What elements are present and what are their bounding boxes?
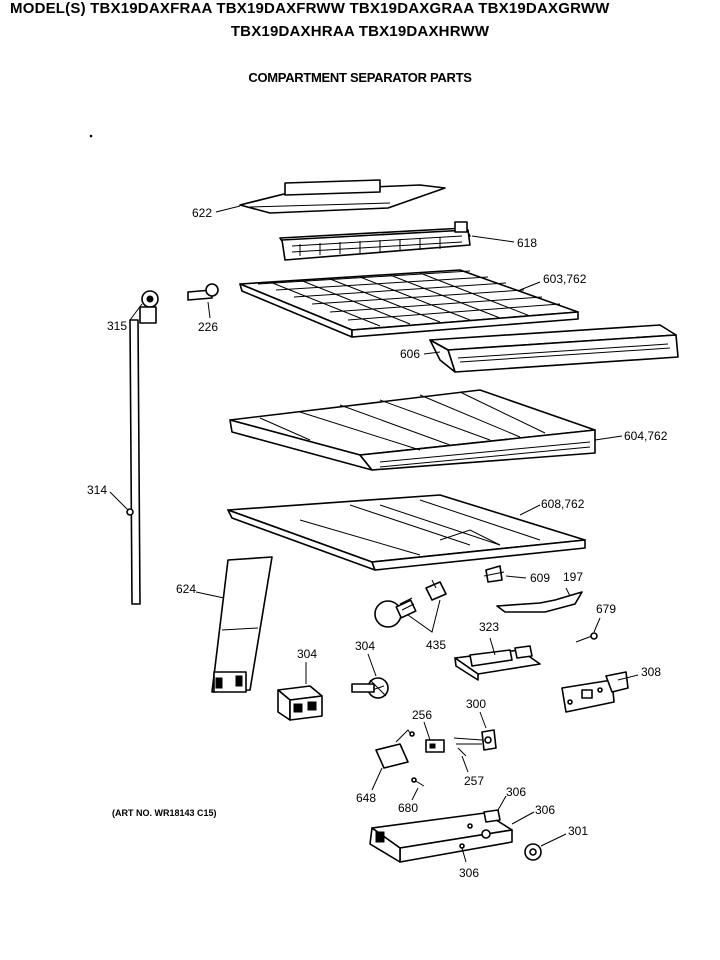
callout-300: 300 bbox=[466, 697, 486, 711]
part-624-duct bbox=[211, 556, 273, 693]
part-256-switch bbox=[425, 739, 445, 753]
callout-308: 308 bbox=[641, 665, 661, 679]
callout-301: 301 bbox=[568, 824, 588, 838]
model-numbers-line-2: TBX19DAXHRAA TBX19DAXHRWW bbox=[230, 23, 490, 40]
part-609-clip bbox=[483, 565, 505, 583]
part-226-stud bbox=[187, 283, 219, 301]
part-435-socket bbox=[425, 579, 447, 601]
callout-306-bottom: 306 bbox=[459, 866, 479, 880]
part-257-screw bbox=[457, 747, 467, 757]
part-679-screw bbox=[575, 632, 598, 643]
callout-608-762: 608,762 bbox=[541, 497, 585, 511]
part-300-sensor bbox=[453, 729, 497, 751]
callout-306-top: 306 bbox=[506, 785, 526, 799]
part-648-thermostat bbox=[375, 729, 415, 769]
callout-603-762: 603,762 bbox=[543, 272, 587, 286]
callout-622: 622 bbox=[192, 206, 212, 220]
callout-680: 680 bbox=[398, 801, 418, 815]
part-608-pan bbox=[227, 494, 586, 571]
callout-197: 197 bbox=[563, 570, 583, 584]
callout-604-762: 604,762 bbox=[624, 429, 668, 443]
callout-226: 226 bbox=[198, 320, 218, 334]
callout-624: 624 bbox=[176, 582, 196, 596]
part-315-hinge bbox=[139, 290, 159, 324]
callout-618: 618 bbox=[517, 236, 537, 250]
callout-648: 648 bbox=[356, 791, 376, 805]
part-197-wire bbox=[496, 591, 583, 613]
callout-314: 314 bbox=[87, 483, 107, 497]
callout-304-box: 304 bbox=[297, 647, 317, 661]
callout-609: 609 bbox=[530, 571, 550, 585]
part-622-cover bbox=[239, 179, 446, 214]
callout-606: 606 bbox=[400, 347, 420, 361]
part-314-rod bbox=[126, 319, 141, 605]
part-304-knob bbox=[351, 677, 389, 699]
part-323-bracket bbox=[454, 645, 541, 681]
part-308-plate bbox=[561, 671, 629, 713]
part-301-grommet bbox=[524, 843, 542, 861]
art-number: (ART NO. WR18143 C15) bbox=[112, 808, 217, 818]
part-604-separator bbox=[229, 389, 596, 471]
part-435-bulb bbox=[374, 597, 417, 628]
model-numbers-line-1: MODEL(S) TBX19DAXFRAA TBX19DAXFRWW TBX19… bbox=[10, 0, 610, 17]
part-606-cover bbox=[429, 324, 679, 373]
part-306-bracket bbox=[369, 809, 513, 863]
diagram-title: COMPARTMENT SEPARATOR PARTS bbox=[248, 70, 472, 85]
callout-256: 256 bbox=[412, 708, 432, 722]
callout-679: 679 bbox=[596, 602, 616, 616]
part-680-screw bbox=[411, 777, 425, 787]
part-603-shelf bbox=[239, 269, 579, 338]
callout-315: 315 bbox=[107, 319, 127, 333]
callout-304-knob: 304 bbox=[355, 639, 375, 653]
callout-435: 435 bbox=[426, 638, 446, 652]
part-304-box bbox=[277, 685, 323, 721]
callout-323: 323 bbox=[479, 620, 499, 634]
callout-257: 257 bbox=[464, 774, 484, 788]
part-618-bracket bbox=[279, 221, 471, 261]
callout-306-right: 306 bbox=[535, 803, 555, 817]
